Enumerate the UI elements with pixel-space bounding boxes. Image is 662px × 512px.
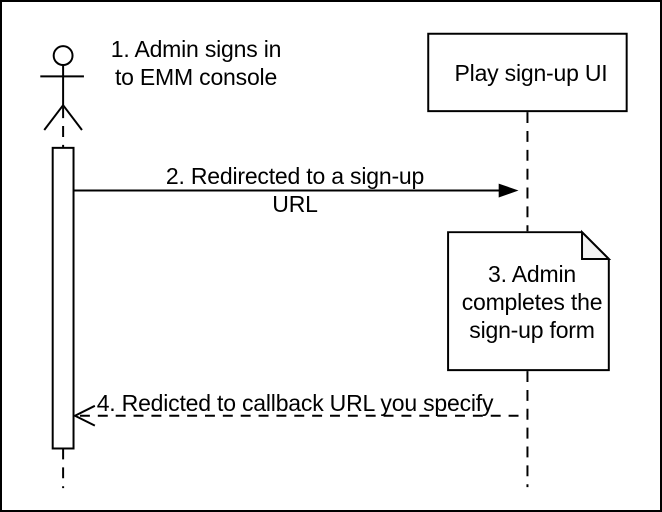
message-3-note-label: 3. Admin completes the sign-up form — [461, 261, 603, 343]
actor-left-leg — [43, 104, 64, 131]
message-2-arrow — [74, 183, 519, 198]
participant-label: Play sign-up UI — [454, 60, 608, 86]
message-2-label: 2. Redirected to a sign-up URL — [165, 163, 425, 217]
note-fold-corner-icon — [581, 229, 612, 260]
activation-bar — [51, 146, 75, 450]
note-body — [447, 231, 610, 372]
note-shape — [447, 229, 612, 372]
open-arrowhead-icon — [72, 404, 96, 427]
actor-icon — [40, 45, 84, 131]
message-4-arrow — [72, 404, 528, 427]
message-1-label: 1. Admin signs in to EMM console — [110, 36, 282, 90]
filled-arrowhead-icon — [498, 183, 519, 198]
actor-right-leg — [62, 104, 83, 131]
message-4-label: 4. Redicted to callback URL you specify — [96, 390, 494, 416]
actor-head — [52, 45, 74, 66]
participant-box — [427, 32, 628, 113]
